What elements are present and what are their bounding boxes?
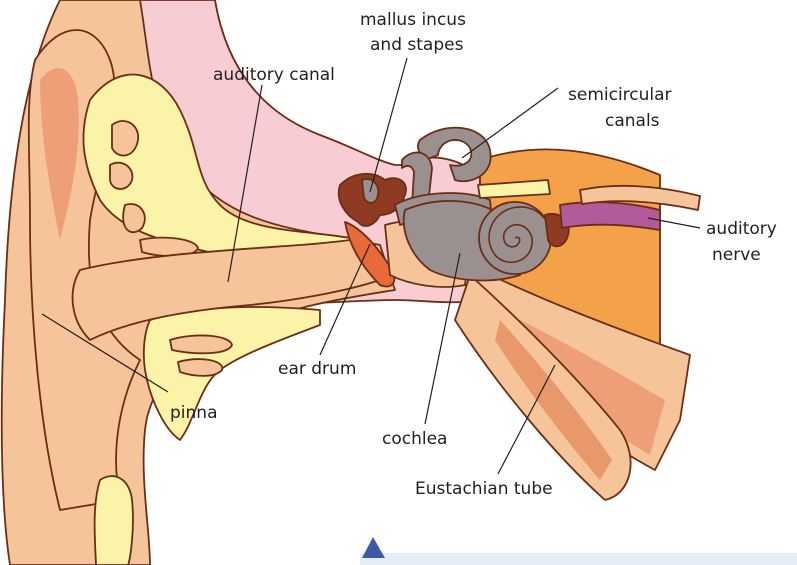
label-cochlea: cochlea [382,429,447,449]
label-auditory-nerve-line2: nerve [712,245,761,265]
earlobe [95,476,133,565]
label-ossicles-line1: mallus incus [360,10,466,30]
label-eustachian-tube: Eustachian tube [415,479,553,499]
label-auditory-nerve-line1: auditory [706,219,777,239]
cochlea-shape [479,202,551,274]
label-semicircular-line2: canals [605,111,660,131]
label-auditory-canal: auditory canal [213,65,335,85]
label-ear-drum: ear drum [278,359,356,379]
nav-strip [360,553,797,565]
label-ossicles-line2: and stapes [370,35,464,55]
label-pinna: pinna [170,403,217,423]
label-semicircular-line1: semicircular [568,85,672,105]
triangle-up-icon[interactable] [362,537,385,558]
leader-semicircular [462,88,558,158]
